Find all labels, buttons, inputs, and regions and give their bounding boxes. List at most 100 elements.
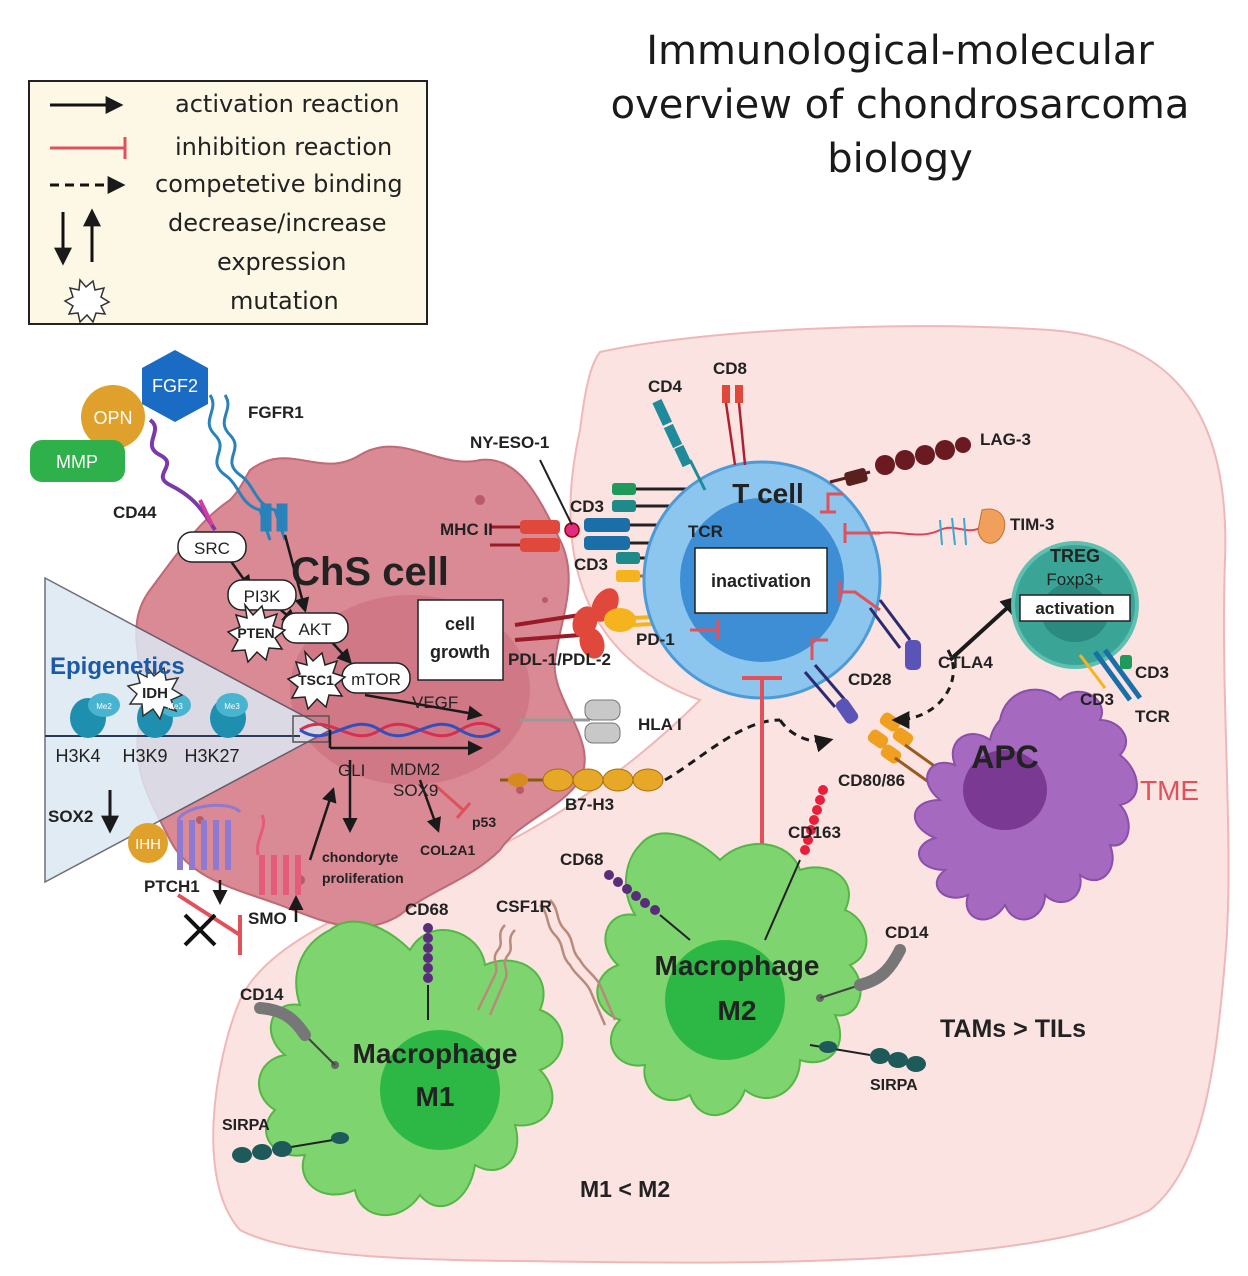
akt-label: AKT <box>298 620 331 639</box>
tsc1-mutation-icon[interactable] <box>286 649 347 711</box>
sox2-label: SOX2 <box>48 807 93 826</box>
col2a1-label: COL2A1 <box>420 842 475 858</box>
title-line-3: biology <box>827 136 973 182</box>
tme-label: TME <box>1140 775 1199 806</box>
ihh-label: IHH <box>135 836 161 853</box>
t-cell-label: T cell <box>732 478 804 509</box>
legend-inhibition-symbol <box>50 137 127 159</box>
mmp-label: MMP <box>56 452 98 472</box>
mhc-ii-label: MHC II <box>440 520 493 539</box>
chs-cell-label: ChS cell <box>291 550 449 594</box>
legend-competitive-text: competetive binding <box>155 170 403 198</box>
cell-growth-label-1: cell <box>445 614 475 634</box>
mmp-protein[interactable] <box>30 440 125 482</box>
treg-label: TREG <box>1050 546 1100 566</box>
treg-activation-box <box>1019 594 1131 622</box>
sirpa-m1-label: SIRPA <box>222 1117 270 1134</box>
cd80-86-label: CD80/86 <box>838 771 905 790</box>
ptch1-label: PTCH1 <box>144 877 200 896</box>
pten-mutation-icon[interactable] <box>226 602 287 664</box>
title-line-2: overview of chondrosarcoma <box>610 82 1190 128</box>
smo-label: SMO <box>248 909 287 928</box>
csf1r-receptor <box>476 899 617 1026</box>
epigenetics-label: Epigenetics <box>50 653 185 680</box>
cd28-receptor <box>803 664 859 724</box>
mtor-label: mTOR <box>351 670 401 689</box>
p53-label: p53 <box>472 814 496 830</box>
cd8-label: CD8 <box>713 359 747 378</box>
treg-cd3a-label: CD3 <box>1135 663 1169 682</box>
vegf-label: VEGF <box>412 693 458 712</box>
gli-label: GLI <box>338 761 365 780</box>
cd28-label: CD28 <box>848 670 891 689</box>
fgf2-hexagon[interactable] <box>142 350 208 422</box>
epigenetics-panel <box>44 576 332 884</box>
ctla4-receptor <box>868 599 921 670</box>
cd4-receptor <box>652 399 707 491</box>
inactivation-label: inactivation <box>711 571 811 591</box>
nucleosome-h3k27 <box>210 693 248 738</box>
sirpa-m1-receptor <box>232 1132 349 1163</box>
hla-i-label: HLA I <box>638 715 682 734</box>
dna-helix <box>299 721 501 739</box>
lag3-label: LAG-3 <box>980 430 1031 449</box>
m1-m2-label: M1 < M2 <box>580 1176 670 1202</box>
pd1-label: PD-1 <box>636 630 675 649</box>
cd68-m1-receptor <box>423 923 433 1020</box>
lag3-receptor <box>829 437 971 486</box>
h3k4-label: H3K4 <box>55 746 100 766</box>
cd68-m2-receptor <box>604 870 691 941</box>
mdm2-label: MDM2 <box>390 760 440 779</box>
ptch1-receptor <box>176 803 242 870</box>
pdl-label: PDL-1/PDL-2 <box>508 650 611 669</box>
me2-label: Me2 <box>96 702 112 711</box>
akt-node[interactable] <box>281 612 349 644</box>
opn-label: OPN <box>93 408 132 428</box>
cd4-label: CD4 <box>648 377 683 396</box>
cd14-m2-label: CD14 <box>885 923 929 942</box>
ctla4-label: CTLA4 <box>938 653 993 672</box>
pten-label: PTEN <box>237 625 274 641</box>
legend: activation reaction inhibition reaction … <box>28 80 428 325</box>
cd68-m1-label: CD68 <box>405 900 448 919</box>
me3a-label: Me3 <box>167 702 183 711</box>
sirpa-m2-receptor <box>809 1041 926 1072</box>
cd163-label: CD163 <box>788 823 841 842</box>
legend-mutation-text: mutation <box>230 287 339 315</box>
tcr-label: TCR <box>688 522 723 541</box>
src-node[interactable] <box>177 531 247 563</box>
cd3-bottom-label: CD3 <box>574 555 608 574</box>
idh-label: IDH <box>142 685 168 702</box>
chondrocyte-label-1: chondoryte <box>322 849 398 865</box>
legend-decrease-increase-text: decrease/increase <box>168 209 387 237</box>
ny-eso-1-label: NY-ESO-1 <box>470 433 549 452</box>
b7h3-ligand <box>500 768 664 792</box>
tsc1-label: TSC1 <box>298 672 334 688</box>
title-line-1: Immunological-molecular <box>646 28 1154 74</box>
legend-expression-text: expression <box>217 248 347 276</box>
h3k27-label: H3K27 <box>184 746 239 766</box>
nucleosome-h3k4 <box>70 693 120 738</box>
cd44-receptor <box>148 418 217 532</box>
m2-label: M2 <box>718 995 757 1026</box>
hla-i <box>520 699 621 744</box>
mutation-cross-2 <box>183 913 217 947</box>
cell-growth-box <box>417 599 504 681</box>
opn-protein[interactable] <box>81 385 145 449</box>
chondrocyte-label-2: proliferation <box>322 870 404 886</box>
ihh-protein[interactable] <box>128 823 168 863</box>
treg-activation-label: activation <box>1035 599 1114 618</box>
me3b-label: Me3 <box>224 702 240 711</box>
tim3-receptor <box>879 508 1006 546</box>
tams-tils-label: TAMs > TILs <box>940 1015 1086 1043</box>
macrophage-m2-label: Macrophage <box>655 950 820 981</box>
ny-eso-1-peptide <box>564 522 580 538</box>
sirpa-m2-label: SIRPA <box>870 1077 918 1094</box>
diagram-title: Immunological-molecular overview of chon… <box>585 24 1215 186</box>
sox9-label: SOX9 <box>393 781 438 800</box>
m1-label: M1 <box>416 1081 455 1112</box>
legend-inhibition-text: inhibition reaction <box>175 133 393 161</box>
pdl1-ligand <box>514 588 619 659</box>
b7h3-label: B7-H3 <box>565 795 614 814</box>
